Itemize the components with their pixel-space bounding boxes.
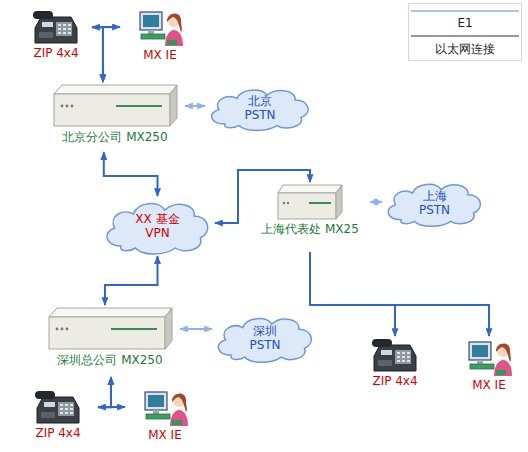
- phone-icon: [33, 388, 83, 426]
- node-label: 北京 PSTN: [232, 94, 288, 122]
- pc-icon: [142, 386, 188, 428]
- node-label: ZIP 4x4: [372, 374, 417, 388]
- legend-label: E1: [409, 16, 521, 30]
- ethernet-link: [104, 152, 158, 196]
- e1-line-sample: [411, 10, 519, 12]
- legend-box: E1 以太网连接: [408, 3, 522, 61]
- ethernet-link: [92, 26, 120, 28]
- ethernet-link: [98, 406, 125, 408]
- mx250-icon: [45, 305, 175, 353]
- node-label: 深圳总公司 MX250: [57, 353, 162, 367]
- pc-terminal: MX IE: [120, 6, 200, 72]
- pstn-cloud: 上海 PSTN: [382, 178, 487, 228]
- legend-label: 以太网连接: [409, 42, 521, 56]
- node-label: XX 基金 VPN: [130, 212, 186, 240]
- ethernet-link: [103, 27, 120, 82]
- phone-icon: [370, 336, 420, 374]
- pc-icon: [466, 336, 512, 378]
- pc-icon: [137, 6, 183, 48]
- cloud-label-area: 北京 PSTN: [205, 84, 315, 132]
- pstn-cloud: 深圳 PSTN: [212, 312, 318, 364]
- node-label: 北京分公司 MX250: [62, 130, 167, 144]
- node-label: MX IE: [143, 48, 177, 62]
- pstn-cloud: 北京 PSTN: [205, 84, 315, 132]
- gateway-device: 上海代表处 MX25: [250, 182, 370, 252]
- mx25-icon: [275, 182, 345, 222]
- node-label: MX IE: [148, 428, 182, 442]
- phone-terminal: ZIP 4x4: [355, 336, 435, 396]
- phone-icon: [31, 8, 81, 46]
- pc-terminal: MX IE: [452, 336, 526, 400]
- node-label: MX IE: [472, 378, 506, 392]
- cloud-label-area: 上海 PSTN: [382, 178, 487, 228]
- e1-link: [370, 201, 382, 203]
- vpn-cloud: XX 基金 VPN: [100, 196, 215, 256]
- gateway-device: 深圳总公司 MX250: [40, 305, 180, 377]
- pc-terminal: MX IE: [125, 386, 205, 448]
- e1-link: [180, 328, 212, 330]
- ethernet-link: [92, 27, 103, 82]
- phone-terminal: ZIP 4x4: [18, 388, 98, 446]
- node-label: 上海 PSTN: [407, 189, 463, 217]
- ethernet-link: [98, 377, 111, 407]
- phone-terminal: ZIP 4x4: [20, 8, 92, 70]
- ethernet-link: [111, 377, 125, 407]
- cloud-label-area: 深圳 PSTN: [212, 312, 318, 364]
- ethernet-line-sample: [411, 35, 519, 36]
- e1-link: [185, 105, 205, 107]
- ethernet-link: [310, 252, 489, 336]
- cloud-label-area: XX 基金 VPN: [100, 196, 215, 256]
- ethernet-link: [310, 252, 395, 336]
- node-label: ZIP 4x4: [33, 46, 78, 60]
- node-label: 上海代表处 MX25: [261, 222, 359, 236]
- node-label: ZIP 4x4: [35, 426, 80, 440]
- mx250-icon: [50, 82, 180, 130]
- node-label: 深圳 PSTN: [237, 324, 293, 352]
- ethernet-link: [105, 256, 158, 305]
- gateway-device: 北京分公司 MX250: [45, 82, 185, 152]
